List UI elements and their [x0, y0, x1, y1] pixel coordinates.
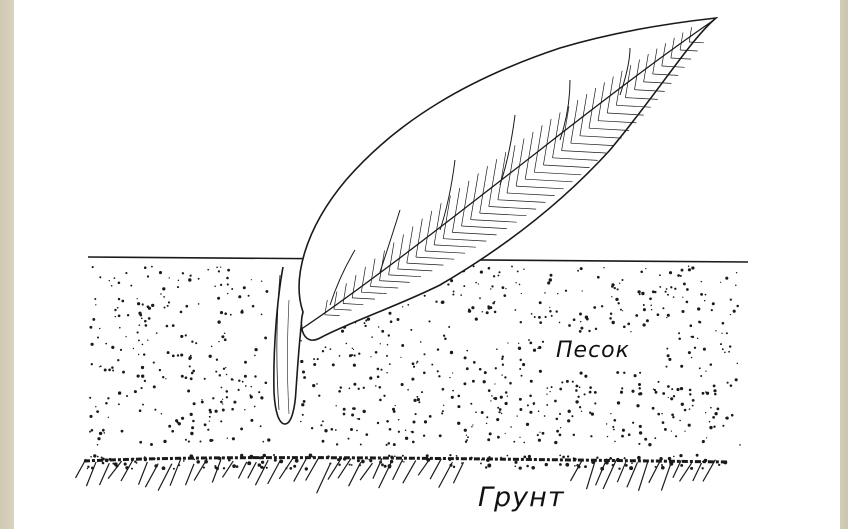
ground-layer	[76, 453, 729, 493]
ground-label: Грунт	[478, 482, 565, 513]
sand-label: Песок	[556, 338, 630, 363]
